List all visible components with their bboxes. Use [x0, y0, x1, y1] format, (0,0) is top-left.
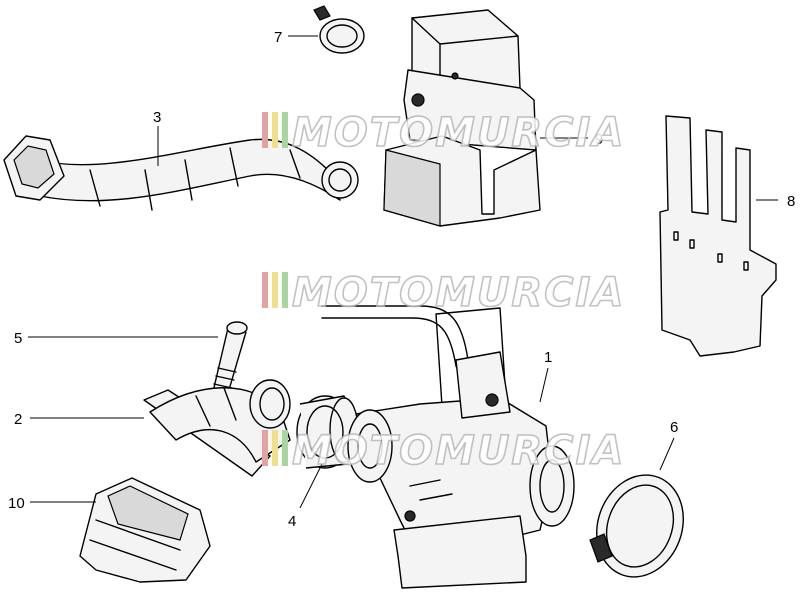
- callout-8: 8: [787, 193, 795, 210]
- part-10-reed-valve: [79, 477, 211, 583]
- watermark-bottom: MOTOMURCIA: [262, 427, 625, 475]
- callouts: 7 3 9 8 5 1 2 6 10 4: [8, 29, 795, 530]
- callout-9: 9: [595, 131, 603, 148]
- callout-3: 3: [153, 109, 161, 126]
- part-6-clamp: [589, 474, 684, 578]
- watermark-text: MOTOMURCIA: [292, 270, 625, 316]
- part-9-housing: [383, 9, 541, 227]
- watermark-text: MOTOMURCIA: [292, 428, 625, 474]
- watermark-stripe-green: [282, 272, 288, 308]
- callout-4: 4: [288, 513, 296, 530]
- watermark-stripe-yellow: [272, 112, 278, 148]
- part-4-coupling: [296, 395, 359, 469]
- watermark-text: MOTOMURCIA: [292, 110, 625, 156]
- part-8-gasket: [659, 115, 777, 357]
- part-2-manifold: [143, 379, 291, 477]
- part-7-clamp: [313, 5, 365, 54]
- watermark-middle: MOTOMURCIA: [262, 269, 625, 317]
- callout-1: 1: [544, 349, 552, 366]
- callout-2: 2: [14, 411, 22, 428]
- watermark-top: MOTOMURCIA: [262, 109, 625, 157]
- watermark-stripe-red: [262, 430, 268, 466]
- watermark-stripe-yellow: [272, 430, 278, 466]
- leader-lines: [28, 35, 778, 509]
- watermark-stripe-green: [282, 112, 288, 148]
- watermark-stripe-yellow: [272, 272, 278, 308]
- watermark-stripe-red: [262, 272, 268, 308]
- part-3-hose: [3, 135, 359, 211]
- watermark-stripe-red: [262, 112, 268, 148]
- part-1-carburetor: [321, 305, 575, 589]
- callout-7: 7: [274, 29, 282, 46]
- watermark-stripe-green: [282, 430, 288, 466]
- callout-10: 10: [8, 495, 25, 512]
- callout-5: 5: [14, 330, 22, 347]
- callout-6: 6: [670, 419, 678, 436]
